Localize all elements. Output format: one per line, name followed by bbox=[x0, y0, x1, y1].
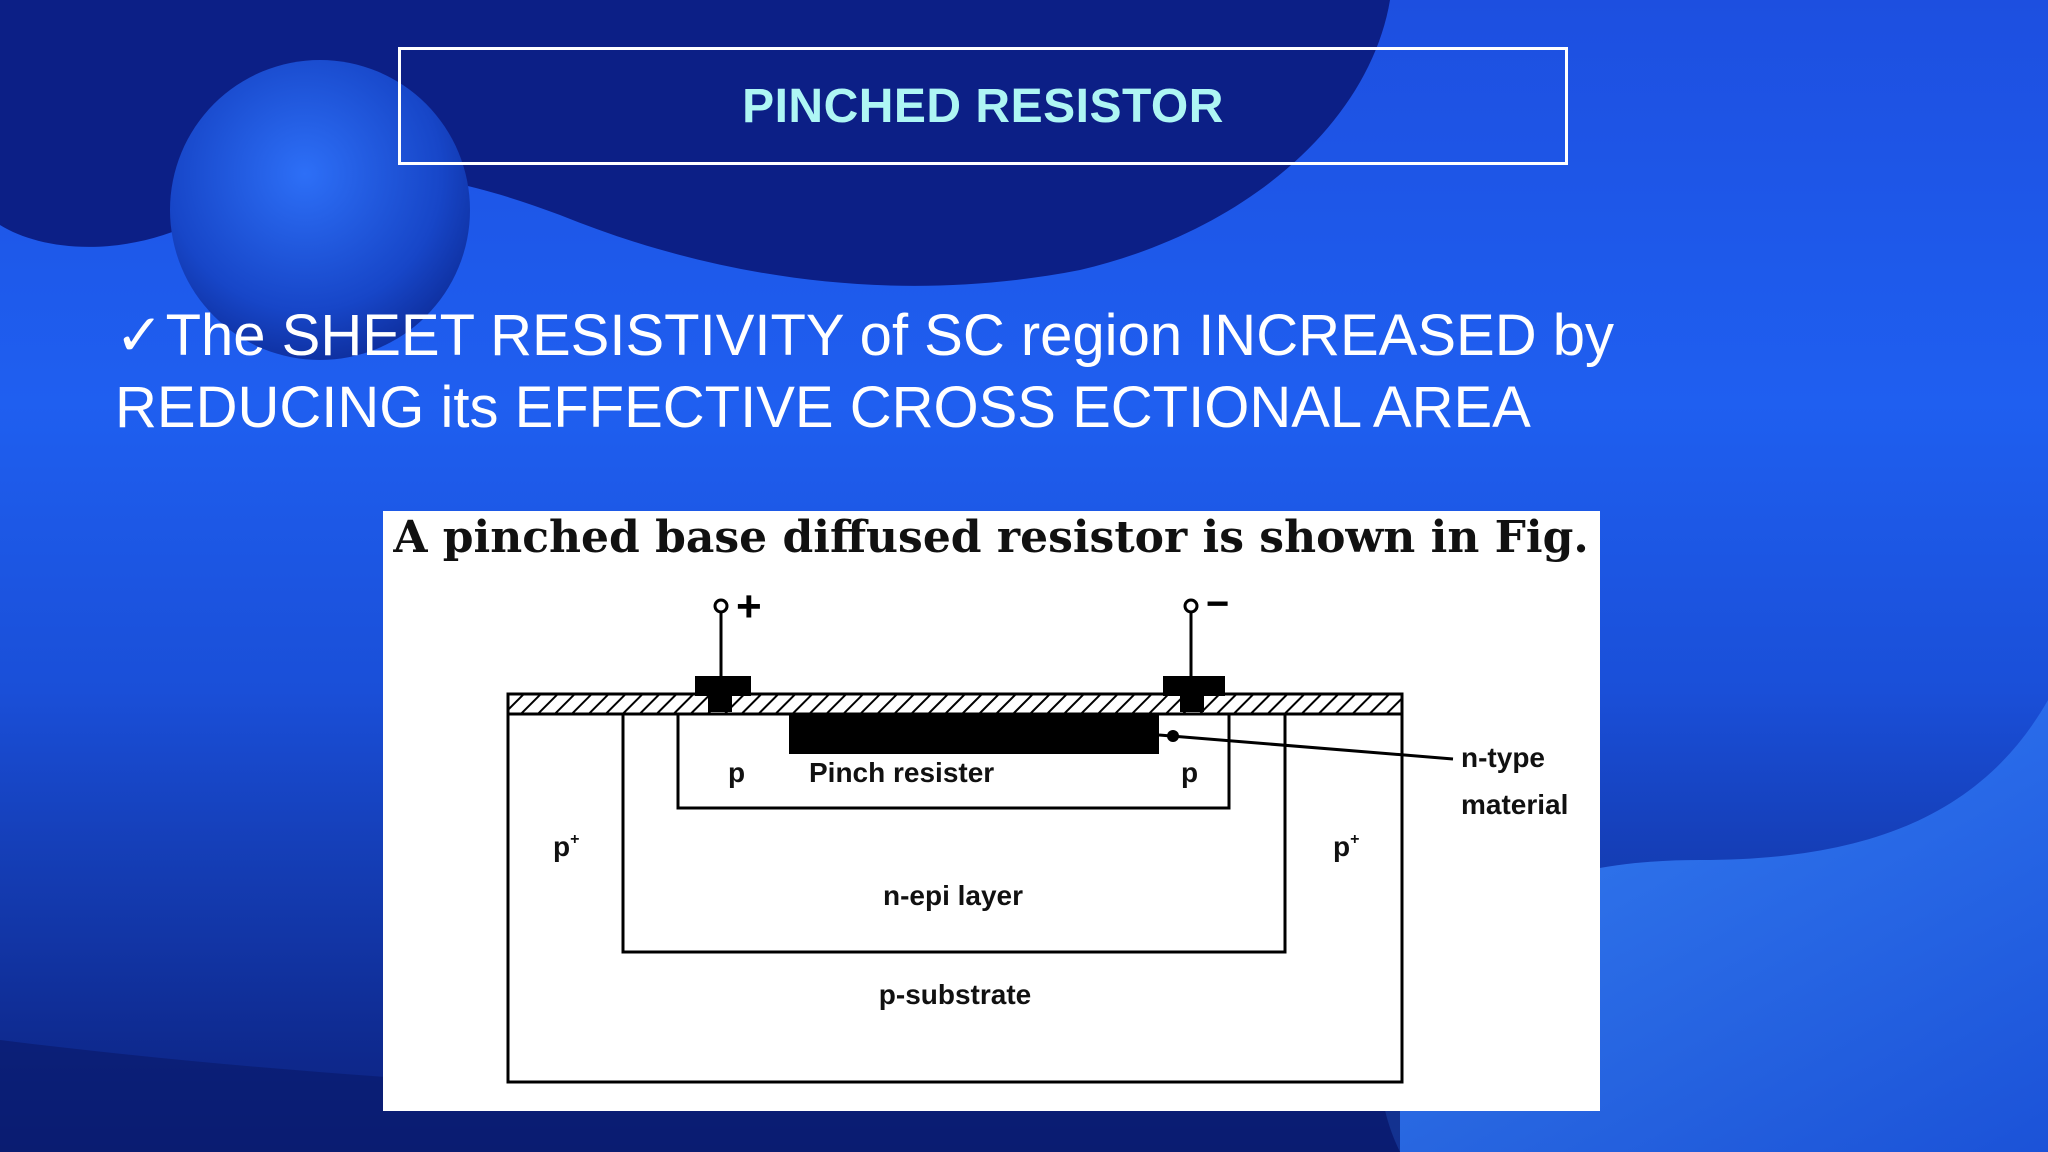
label-n-type: n-type bbox=[1461, 742, 1545, 773]
label-material: material bbox=[1461, 789, 1568, 820]
label-pinch-resister: Pinch resister bbox=[809, 757, 994, 788]
label-pplus-right: p+ bbox=[1333, 831, 1359, 862]
title-box: PINCHED RESISTOR bbox=[398, 47, 1568, 165]
label-pplus-left: p+ bbox=[553, 831, 579, 862]
bullet-text-2: REDUCING its EFFECTIVE CROSS ECTIONAL AR… bbox=[115, 375, 1531, 440]
pointer-arrowhead bbox=[1167, 730, 1179, 742]
minus-contact bbox=[1163, 676, 1225, 696]
bullet-point: ✓The SHEET RESISTIVITY of SC region INCR… bbox=[115, 300, 1775, 444]
plus-contact-via bbox=[708, 694, 732, 712]
label-n-epi-layer: n-epi layer bbox=[883, 880, 1023, 911]
bullet-text-1: The SHEET RESISTIVITY of SC region INCRE… bbox=[165, 303, 1614, 368]
oxide-layer bbox=[506, 692, 1404, 716]
pinched-resistor-figure: A pinched base diffused resistor is show… bbox=[383, 511, 1600, 1111]
plus-terminal-icon bbox=[713, 598, 729, 614]
plus-sign: + bbox=[736, 582, 762, 631]
figure-caption: A pinched base diffused resistor is show… bbox=[392, 512, 1588, 563]
bullet-line-1: ✓The SHEET RESISTIVITY of SC region INCR… bbox=[115, 300, 1775, 372]
label-p-substrate: p-substrate bbox=[879, 979, 1031, 1010]
minus-terminal-icon bbox=[1183, 598, 1199, 614]
pinched-resistor-diagram: A pinched base diffused resistor is show… bbox=[392, 512, 1589, 1084]
label-p-right: p bbox=[1181, 757, 1198, 788]
n-type-pinch-region bbox=[789, 714, 1159, 754]
slide-title: PINCHED RESISTOR bbox=[742, 79, 1224, 133]
n-type-pointer-line bbox=[1158, 733, 1454, 761]
label-p-left: p bbox=[728, 757, 745, 788]
minus-contact-via bbox=[1180, 694, 1204, 712]
checkmark-icon: ✓ bbox=[115, 303, 164, 368]
plus-contact bbox=[695, 676, 751, 696]
minus-sign: − bbox=[1206, 582, 1229, 626]
